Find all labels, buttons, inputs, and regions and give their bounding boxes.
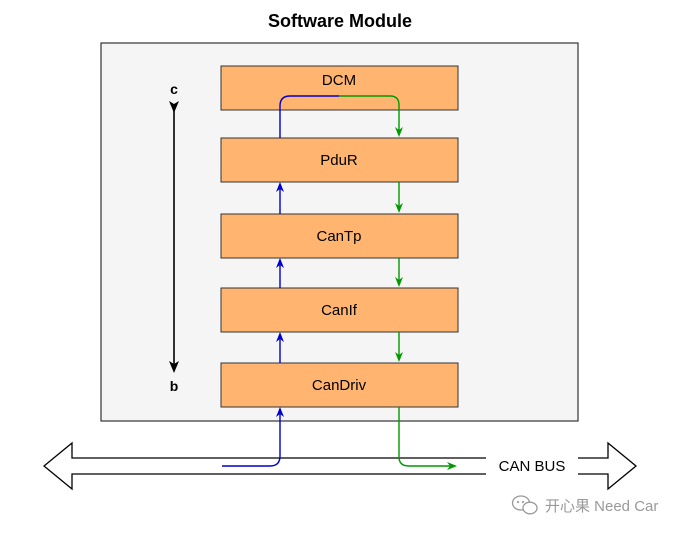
axis-bottom-label: b xyxy=(170,378,179,394)
watermark-text: 开心果 Need Car xyxy=(545,498,658,515)
candriv-to-bus-arrow xyxy=(398,407,457,470)
module-dcm: DCM xyxy=(220,65,459,111)
bus-to-candriv-arrow xyxy=(222,407,284,467)
can-bus-label: CAN BUS xyxy=(499,458,566,475)
can-bus-label-bg xyxy=(486,457,578,475)
chat-icon xyxy=(511,495,538,515)
down-arrow-dcm-pdur xyxy=(339,95,403,137)
diagram-title: Software Module xyxy=(268,11,412,31)
module-pdur-label: PduR xyxy=(320,152,358,169)
module-dcm-label: DCM xyxy=(322,72,356,89)
watermark: 开心果 Need Car xyxy=(511,495,658,515)
module-pdur: PduR xyxy=(220,137,459,183)
module-cantp-label: CanTp xyxy=(316,228,361,245)
module-candriv-label: CanDriv xyxy=(312,377,367,394)
can-bus-arrow xyxy=(42,441,638,491)
module-canif-label: CanIf xyxy=(321,302,358,319)
module-cantp: CanTp xyxy=(220,213,459,259)
up-arrow-pdur-dcm xyxy=(279,95,339,138)
module-canif: CanIf xyxy=(220,287,459,333)
module-candriv: CanDriv xyxy=(220,362,459,408)
axis-top-label: c xyxy=(170,81,178,97)
